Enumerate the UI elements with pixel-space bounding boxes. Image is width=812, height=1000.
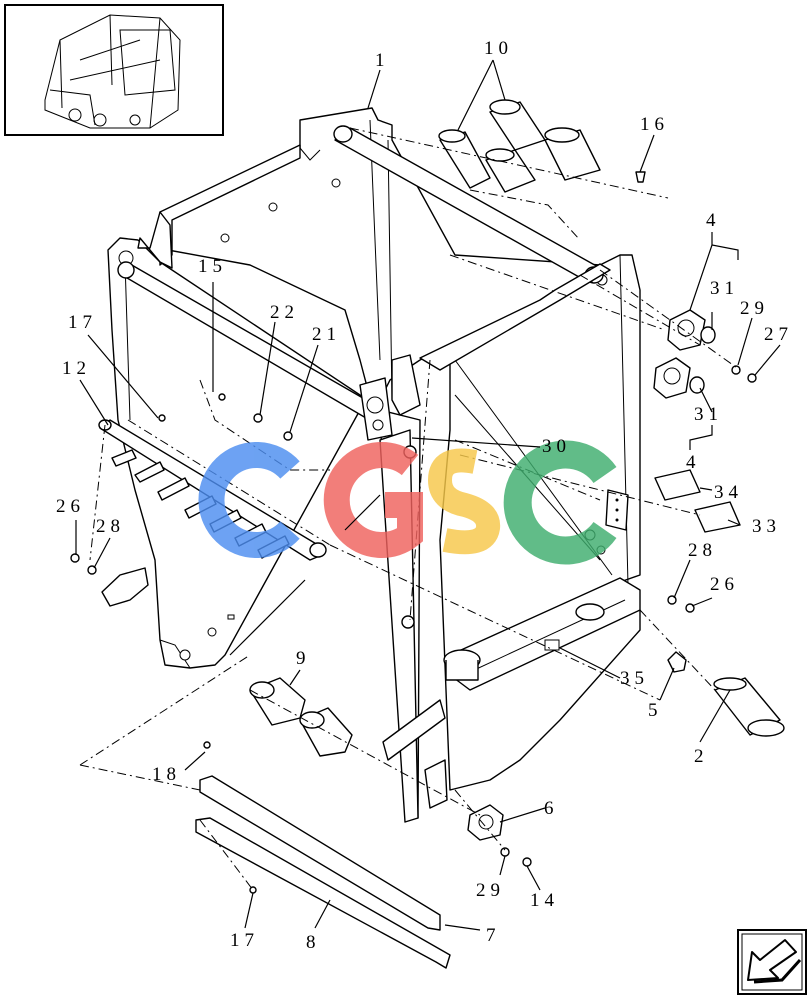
exit-arrow-icon[interactable] <box>737 929 807 995</box>
callout-22: 22 <box>270 302 299 323</box>
roller-set-9 <box>249 677 353 757</box>
bracket-right <box>605 489 629 531</box>
callout-17-upper: 17 <box>68 312 97 333</box>
bearing-6 <box>467 804 504 841</box>
machine-overview-thumbnail[interactable] <box>4 4 224 136</box>
callout-2: 2 <box>694 746 709 767</box>
lower-cross-beam <box>443 577 641 691</box>
callout-35: 35 <box>620 668 649 689</box>
bottom-rail-8 <box>195 817 451 969</box>
bearing-flange-upper <box>667 309 757 383</box>
leader-lines <box>75 59 781 931</box>
callout-29-lower: 29 <box>476 880 505 901</box>
callout-5: 5 <box>648 700 663 721</box>
callout-1: 1 <box>375 50 390 71</box>
callout-6: 6 <box>544 798 559 819</box>
callout-21: 21 <box>312 324 341 345</box>
callout-4-upper: 4 <box>706 210 721 231</box>
callout-9: 9 <box>296 648 311 669</box>
assembly-lines <box>79 127 741 891</box>
callout-12: 12 <box>62 358 91 379</box>
nut-5 <box>667 651 687 673</box>
callout-26-left: 26 <box>56 496 85 517</box>
callout-7: 7 <box>486 925 501 946</box>
callout-29-upper: 29 <box>740 298 769 319</box>
roller-set-10 <box>438 99 601 193</box>
plate-33 <box>694 501 741 533</box>
callout-28-right: 28 <box>688 540 717 561</box>
callout-8: 8 <box>306 932 321 953</box>
callout-15: 15 <box>198 256 227 277</box>
callout-14: 14 <box>530 890 559 911</box>
bottom-rail-7 <box>199 775 441 931</box>
callout-31-lower: 31 <box>694 404 723 425</box>
plate-34 <box>654 469 701 501</box>
callout-33: 33 <box>752 516 781 537</box>
callout-27: 27 <box>764 324 793 345</box>
bolt-16 <box>635 171 646 183</box>
callout-34: 34 <box>714 482 743 503</box>
tube-2 <box>713 677 785 737</box>
callout-4-lower: 4 <box>686 452 701 473</box>
callout-26-right: 26 <box>710 574 739 595</box>
callout-17-lower: 17 <box>230 930 259 951</box>
callout-labels: 1 10 16 4 31 29 27 15 22 21 17 12 30 31 … <box>56 38 793 953</box>
callout-10: 10 <box>484 38 513 59</box>
callout-28-left: 28 <box>96 516 125 537</box>
callout-31-upper: 31 <box>710 278 739 299</box>
callout-18: 18 <box>152 764 181 785</box>
upper-frame-flange <box>137 144 611 441</box>
watermark-logo <box>198 440 617 565</box>
callout-16: 16 <box>640 114 669 135</box>
callout-30: 30 <box>542 436 571 457</box>
bearing-flange-lower <box>653 357 705 399</box>
